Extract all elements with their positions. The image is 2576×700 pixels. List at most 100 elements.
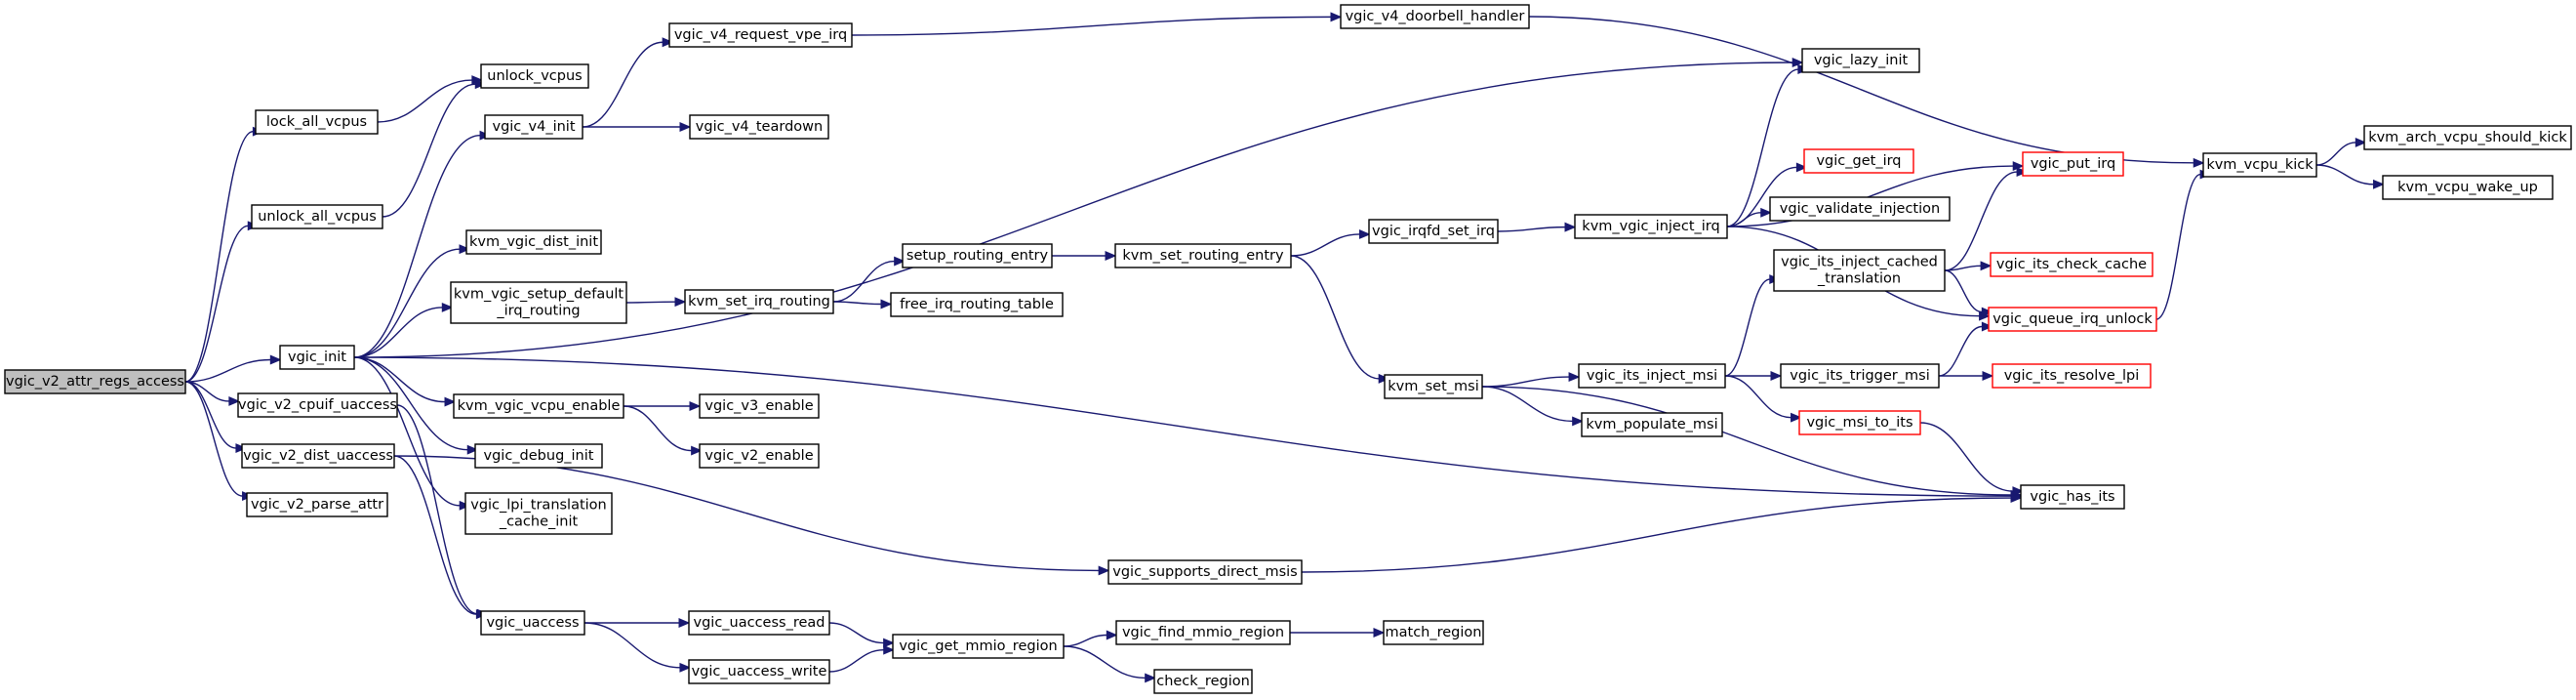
arrowhead-icon xyxy=(269,354,282,365)
function-node-unlock-vcpus[interactable]: unlock_vcpus xyxy=(480,63,589,89)
function-node-vgic-its-trigger-msi[interactable]: vgic_its_trigger_msi xyxy=(1780,363,1940,389)
function-node-kvm-vgic-setup-default-irq-routing[interactable]: kvm_vgic_setup_default_irq_routing xyxy=(450,281,627,324)
function-node-vgic-its-check-cache[interactable]: vgic_its_check_cache xyxy=(1990,252,2153,277)
call-edge-line xyxy=(353,356,461,507)
arrowhead-icon xyxy=(691,445,703,456)
function-node-kvm-vcpu-wake-up[interactable]: kvm_vcpu_wake_up xyxy=(2382,175,2554,200)
call-edge-line xyxy=(396,404,478,615)
call-edge-kvm_set_irq_routing-to-setup_routing_entry xyxy=(832,256,906,303)
function-node-kvm-set-irq-routing[interactable]: kvm_set_irq_routing xyxy=(684,289,834,314)
call-edge-line xyxy=(353,356,2012,497)
function-node-box xyxy=(255,109,379,135)
function-node-vgic-v4-init[interactable]: vgic_v4_init xyxy=(484,114,584,140)
function-node-vgic-v2-enable[interactable]: vgic_v2_enable xyxy=(699,443,820,469)
function-node-vgic-its-resolve-lpi[interactable]: vgic_its_resolve_lpi xyxy=(1992,363,2152,389)
function-name-label: _cache_init xyxy=(499,515,579,530)
function-node-unlock-all-vcpus[interactable]: unlock_all_vcpus xyxy=(251,204,383,229)
function-node-vgic-validate-injection[interactable]: vgic_validate_injection xyxy=(1769,196,1951,222)
function-node-vgic-irqfd-set-irq[interactable]: vgic_irqfd_set_irq xyxy=(1368,219,1499,244)
call-edge-line xyxy=(623,405,692,452)
call-edge-vgic_get_mmio_region-to-check_region xyxy=(1063,645,1156,683)
function-node-vgic-lpi-translation-cache-init[interactable]: vgic_lpi_translation_cache_init xyxy=(464,492,613,535)
function-node-vgic-debug-init[interactable]: vgic_debug_init xyxy=(474,443,603,469)
function-node-box xyxy=(450,281,627,324)
function-name-label: vgic_v2_dist_uaccess xyxy=(243,448,393,464)
arrowhead-icon xyxy=(235,443,248,454)
function-name-label: vgic_v2_attr_regs_access xyxy=(6,374,184,390)
function-node-vgic-init[interactable]: vgic_init xyxy=(279,345,355,370)
arrowhead-icon xyxy=(678,618,691,628)
function-name-label: vgic_get_irq xyxy=(1816,153,1901,169)
arrowhead-icon xyxy=(1572,416,1584,427)
function-node-kvm-populate-msi[interactable]: kvm_populate_msi xyxy=(1581,412,1723,437)
function-node-vgic-v2-cpuif-uaccess[interactable]: vgic_v2_cpuif_uaccess xyxy=(237,392,398,418)
function-name-label: vgic_validate_injection xyxy=(1780,201,1940,217)
arrowhead-icon xyxy=(466,444,479,455)
function-node-check-region[interactable]: check_region xyxy=(1153,669,1253,694)
call-edge-line xyxy=(1063,634,1107,647)
function-node-vgic-lazy-init[interactable]: vgic_lazy_init xyxy=(1801,48,1920,73)
function-node-free-irq-routing-table[interactable]: free_irq_routing_table xyxy=(890,292,1064,317)
function-name-label: kvm_vcpu_kick xyxy=(2206,157,2314,173)
function-node-vgic-v2-dist-uaccess[interactable]: vgic_v2_dist_uaccess xyxy=(241,443,395,469)
function-node-vgic-has-its[interactable]: vgic_has_its xyxy=(2020,484,2125,510)
call-edge-line xyxy=(1944,265,1982,271)
arrowhead-icon xyxy=(1330,12,1343,22)
function-node-vgic-msi-to-its[interactable]: vgic_msi_to_its xyxy=(1798,410,1921,435)
function-node-vgic-v4-doorbell-handler[interactable]: vgic_v4_doorbell_handler xyxy=(1340,4,1530,29)
call-edge-line xyxy=(1944,171,2018,271)
function-node-vgic-v2-parse-attr[interactable]: vgic_v2_parse_attr xyxy=(246,492,388,517)
call-edge-vgic_its_trigger_msi-to-vgic_its_resolve_lpi xyxy=(1939,371,1994,381)
function-node-kvm-vcpu-kick[interactable]: kvm_vcpu_kick xyxy=(2202,152,2317,178)
call-edge-vgic_init-to-vgic_lpi_translation_cache_init xyxy=(353,356,471,511)
arrowhead-icon xyxy=(894,256,906,267)
arrowhead-icon xyxy=(444,396,457,407)
function-node-kvm-vgic-dist-init[interactable]: kvm_vgic_dist_init xyxy=(465,229,602,255)
function-node-kvm-vgic-inject-irq[interactable]: kvm_vgic_inject_irq xyxy=(1574,214,1728,239)
function-node-lock-all-vcpus[interactable]: lock_all_vcpus xyxy=(255,109,379,135)
function-node-box xyxy=(1769,196,1951,222)
function-node-vgic-find-mmio-region[interactable]: vgic_find_mmio_region xyxy=(1115,620,1291,645)
call-edge-line xyxy=(1481,386,1573,423)
function-node-box xyxy=(1114,243,1292,268)
function-node-box xyxy=(1153,669,1253,694)
function-name-label: vgic_v4_init xyxy=(492,119,575,135)
function-node-box xyxy=(689,114,829,140)
arrowhead-icon xyxy=(679,662,692,673)
function-node-vgic-its-inject-cached-translation[interactable]: vgic_its_inject_cached_translation xyxy=(1773,249,1946,292)
function-node-vgic-get-mmio-region[interactable]: vgic_get_mmio_region xyxy=(892,634,1065,659)
function-node-vgic-get-irq[interactable]: vgic_get_irq xyxy=(1803,148,1914,174)
function-node-box xyxy=(2022,151,2124,177)
function-name-label: vgic_v4_request_vpe_irq xyxy=(674,27,847,43)
function-node-kvm-arch-vcpu-should-kick[interactable]: kvm_arch_vcpu_should_kick xyxy=(2363,125,2572,150)
function-name-label: vgic_uaccess_read xyxy=(694,615,825,631)
function-node-kvm-set-routing-entry[interactable]: kvm_set_routing_entry xyxy=(1114,243,1292,268)
function-node-kvm-set-msi[interactable]: kvm_set_msi xyxy=(1384,374,1483,399)
function-node-vgic-put-irq[interactable]: vgic_put_irq xyxy=(2022,151,2124,177)
arrowhead-icon xyxy=(2016,167,2029,178)
function-node-vgic-v4-request-vpe-irq[interactable]: vgic_v4_request_vpe_irq xyxy=(668,22,853,48)
function-name-label: check_region xyxy=(1156,674,1250,689)
function-node-match-region[interactable]: match_region xyxy=(1383,620,1484,645)
call-edge-line xyxy=(584,622,680,669)
arrowhead-icon xyxy=(1373,628,1386,638)
function-node-vgic-v3-enable[interactable]: vgic_v3_enable xyxy=(699,393,820,419)
arrowhead-icon xyxy=(2193,157,2205,168)
function-node-vgic-its-inject-msi[interactable]: vgic_its_inject_msi xyxy=(1578,363,1726,389)
function-name-label: kvm_populate_msi xyxy=(1586,417,1717,432)
call-edge-vgic_msi_to_its-to-vgic_has_its xyxy=(1919,422,2025,497)
function-node-vgic-uaccess[interactable]: vgic_uaccess xyxy=(480,610,585,636)
function-node-kvm-vgic-vcpu-enable[interactable]: kvm_vgic_vcpu_enable xyxy=(453,393,624,419)
function-node-vgic-v4-teardown[interactable]: vgic_v4_teardown xyxy=(689,114,829,140)
function-node-root[interactable]: vgic_v2_attr_regs_access xyxy=(4,369,186,394)
function-node-setup-routing-entry[interactable]: setup_routing_entry xyxy=(902,243,1053,268)
function-node-box xyxy=(1581,412,1723,437)
arrowhead-icon xyxy=(883,638,895,648)
call-edge-vgic_v4_init-to-vgic_v4_request_vpe_irq xyxy=(582,37,674,128)
call-edge-line xyxy=(184,381,243,497)
call-edge-line xyxy=(2155,173,2201,320)
function-node-vgic-supports-direct-msis[interactable]: vgic_supports_direct_msis xyxy=(1107,559,1303,585)
function-node-vgic-uaccess-write[interactable]: vgic_uaccess_write xyxy=(688,659,830,684)
function-node-vgic-uaccess-read[interactable]: vgic_uaccess_read xyxy=(688,610,830,636)
function-node-vgic-queue-irq-unlock[interactable]: vgic_queue_irq_unlock xyxy=(1988,307,2157,332)
